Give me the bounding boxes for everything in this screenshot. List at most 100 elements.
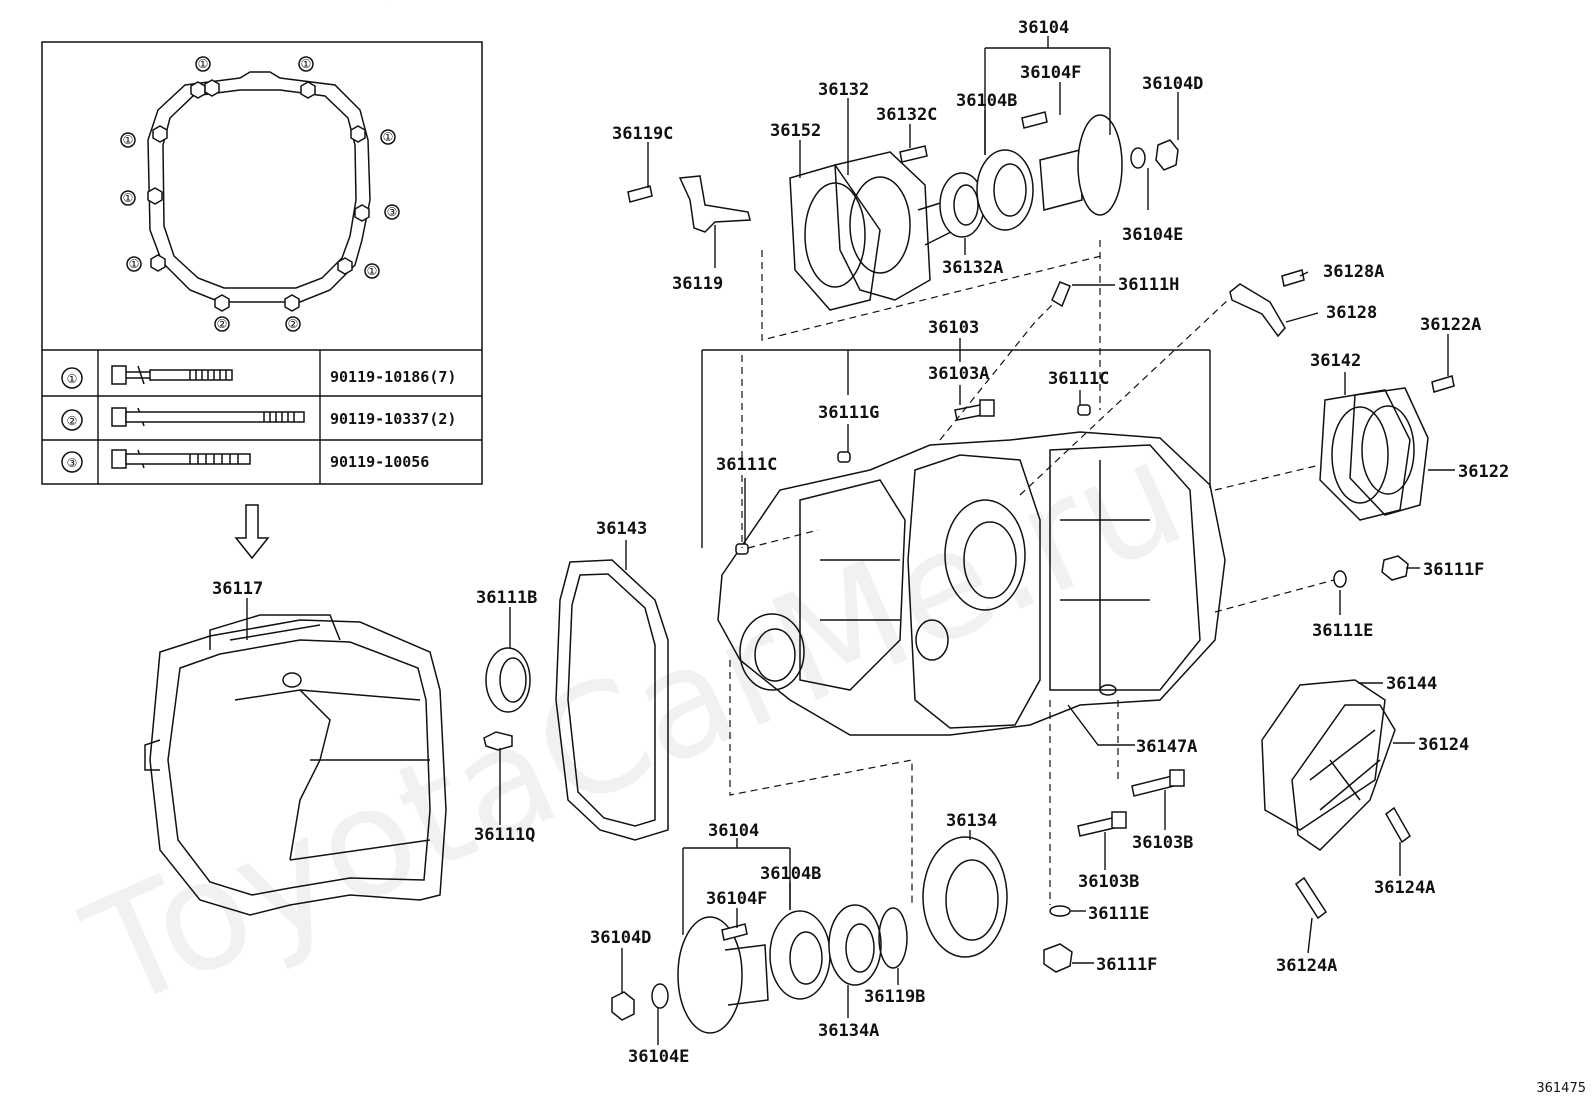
label-36124: 36124 (1418, 735, 1469, 755)
part-36111G-pin (837, 451, 851, 463)
svg-text:③: ③ (387, 205, 398, 219)
part-36111E-washer-bottom (1049, 905, 1071, 917)
part-36152-gasket (789, 164, 881, 311)
svg-text:②: ② (217, 317, 228, 331)
label-36104E-top: 36104E (1122, 225, 1183, 245)
label-36111E-right: 36111E (1312, 621, 1373, 641)
label-36143: 36143 (596, 519, 647, 539)
part-36111C-pin-left (735, 543, 749, 555)
svg-text:③: ③ (67, 456, 78, 470)
part-36104-flange-bottom (677, 916, 769, 1034)
part-36144-gasket (1261, 679, 1386, 831)
part-36124-cover (1291, 704, 1396, 851)
part-36132C-bolt (899, 145, 928, 163)
part-36134-oil-seal (922, 836, 1008, 958)
part-36117-housing (144, 614, 447, 916)
label-36111F-bottom: 36111F (1096, 955, 1157, 975)
label-36124A-right: 36124A (1374, 878, 1435, 898)
label-36124A-bottom: 36124A (1276, 956, 1337, 976)
label-36132A: 36132A (942, 258, 1003, 278)
label-36104B-bottom: 36104B (760, 864, 821, 884)
bolt-table-row-2: ② 90119-10337(2) (61, 407, 456, 431)
leader-lines (246, 36, 1455, 1045)
part-36128A-bolt (1281, 269, 1305, 287)
part-36104E-washer-bottom (651, 983, 669, 1009)
part-36111C-pin-right (1077, 404, 1091, 416)
label-36119: 36119 (672, 274, 723, 294)
label-36104-bottom: 36104 (708, 821, 759, 841)
part-36119B-plate (878, 907, 908, 969)
label-36122: 36122 (1458, 462, 1509, 482)
part-36111B-oil-seal (485, 647, 531, 713)
part-36134A-bearing (828, 904, 882, 986)
svg-text:90119-10337(2): 90119-10337(2) (330, 410, 456, 428)
label-36104B-top: 36104B (956, 91, 1017, 111)
label-36104D-top: 36104D (1142, 74, 1203, 94)
label-36111F-right: 36111F (1423, 560, 1484, 580)
part-36143-gasket (555, 559, 669, 841)
part-36103A-bolt (954, 399, 995, 421)
svg-text:①: ① (123, 133, 134, 147)
part-36111E-washer-right (1333, 570, 1347, 588)
svg-text:①: ① (129, 257, 140, 271)
label-36103B-right: 36103B (1132, 833, 1193, 853)
svg-text:①: ① (301, 57, 312, 71)
label-36144: 36144 (1386, 674, 1437, 694)
part-36132-retainer (834, 151, 956, 301)
label-36119C: 36119C (612, 124, 673, 144)
gasket-outline (147, 71, 371, 312)
label-36111B: 36111B (476, 588, 537, 608)
label-36142: 36142 (1310, 351, 1361, 371)
label-36111H: 36111H (1118, 275, 1179, 295)
part-36104F-bolt (1021, 111, 1048, 129)
svg-text:②: ② (288, 317, 299, 331)
label-36122A: 36122A (1420, 315, 1481, 335)
part-36119-bracket (678, 175, 751, 233)
part-36104E-washer-top (1130, 147, 1146, 169)
part-36128-bracket (1229, 283, 1286, 338)
part-labels: 36104 36132 36104F 36104D 36132C 36104B … (212, 18, 1509, 1067)
bolt-table-row-3: ③ 90119-10056 (61, 449, 429, 473)
label-36128A: 36128A (1323, 262, 1384, 282)
svg-text:①: ① (67, 372, 78, 386)
label-36104-top: 36104 (1018, 18, 1069, 38)
label-36132C: 36132C (876, 105, 937, 125)
part-36103B-bolt-right (1131, 769, 1185, 797)
label-36103B-left: 36103B (1078, 872, 1139, 892)
diagram-id: 361475 (1536, 1081, 1586, 1096)
label-36111E-bottom: 36111E (1088, 904, 1149, 924)
part-36104D-nut-bottom (611, 991, 635, 1021)
label-36128: 36128 (1326, 303, 1377, 323)
down-arrow-icon (234, 504, 270, 560)
label-36104F-top: 36104F (1020, 63, 1081, 83)
label-36134A: 36134A (818, 1021, 879, 1041)
svg-text:①: ① (198, 57, 209, 71)
svg-text:90119-10056: 90119-10056 (330, 453, 429, 471)
part-36104-flange-top (1039, 114, 1123, 216)
inset-panel: ① ① ① ① ① ① ① ① ② ② ③ ① 90119-10186(7) ② (41, 0, 483, 485)
label-36111C-right: 36111C (1048, 369, 1109, 389)
label-36134: 36134 (946, 811, 997, 831)
dashed-guide-lines (729, 240, 1335, 905)
part-36122A-bolt (1431, 375, 1455, 393)
label-36103: 36103 (928, 318, 979, 338)
svg-text:90119-10186(7): 90119-10186(7) (330, 368, 456, 386)
part-36104B-bearing (976, 149, 1034, 231)
label-36119B: 36119B (864, 987, 925, 1007)
label-36104F-bottom: 36104F (706, 889, 767, 909)
part-36111F-plug-bottom (1043, 943, 1073, 973)
label-36104E-bottom: 36104E (628, 1047, 689, 1067)
part-36103-transfer-case (717, 431, 1226, 736)
label-36111C-left: 36111C (716, 455, 777, 475)
label-36152: 36152 (770, 121, 821, 141)
label-36104D-bottom: 36104D (590, 928, 651, 948)
part-36124A-bolt-right (1385, 806, 1411, 844)
svg-text:①: ① (383, 0, 394, 3)
part-36103B-bolt-left (1077, 811, 1127, 837)
part-36111H-breather (1051, 281, 1071, 308)
label-36111G: 36111G (818, 403, 879, 423)
part-36142-gasket (1319, 389, 1411, 521)
part-36111Q-plug (483, 731, 513, 751)
part-36111F-plug-right (1381, 555, 1409, 581)
bolt-table-row-1: ① 90119-10186(7) (61, 365, 456, 389)
